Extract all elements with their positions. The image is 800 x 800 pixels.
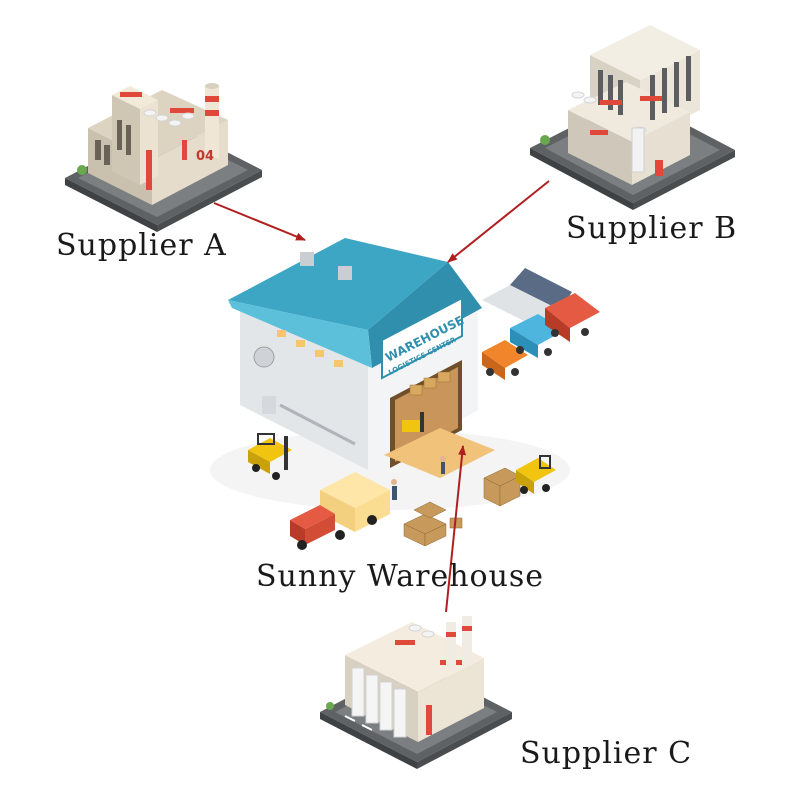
supplier-c-factory-icon — [320, 616, 512, 769]
supplier-b-factory-icon — [530, 25, 735, 210]
arrow-supplier-b-to-warehouse — [447, 180, 550, 263]
arrow-supplier-c-to-warehouse — [445, 445, 467, 613]
supplier-b-label: Supplier B — [566, 211, 738, 246]
supplier-a-plate-number: 04 — [196, 149, 214, 164]
delivery-truck-icon — [290, 472, 397, 550]
arrow-supplier-a-to-warehouse — [213, 202, 306, 241]
forklift-left-icon — [248, 433, 292, 480]
supplier-c-label: Supplier C — [520, 736, 693, 771]
parked-trucks-icon — [482, 268, 600, 380]
pallet-boxes-icon — [403, 501, 463, 547]
warehouse-icon: WAREHOUSE LOGISTICS CENTER — [210, 238, 570, 510]
supplier-a-label: Supplier A — [56, 228, 227, 263]
supplier-a-factory-icon: 04 — [65, 83, 262, 232]
warehouse-label: Sunny Warehouse — [256, 559, 545, 594]
forklift-right-icon — [483, 455, 556, 507]
